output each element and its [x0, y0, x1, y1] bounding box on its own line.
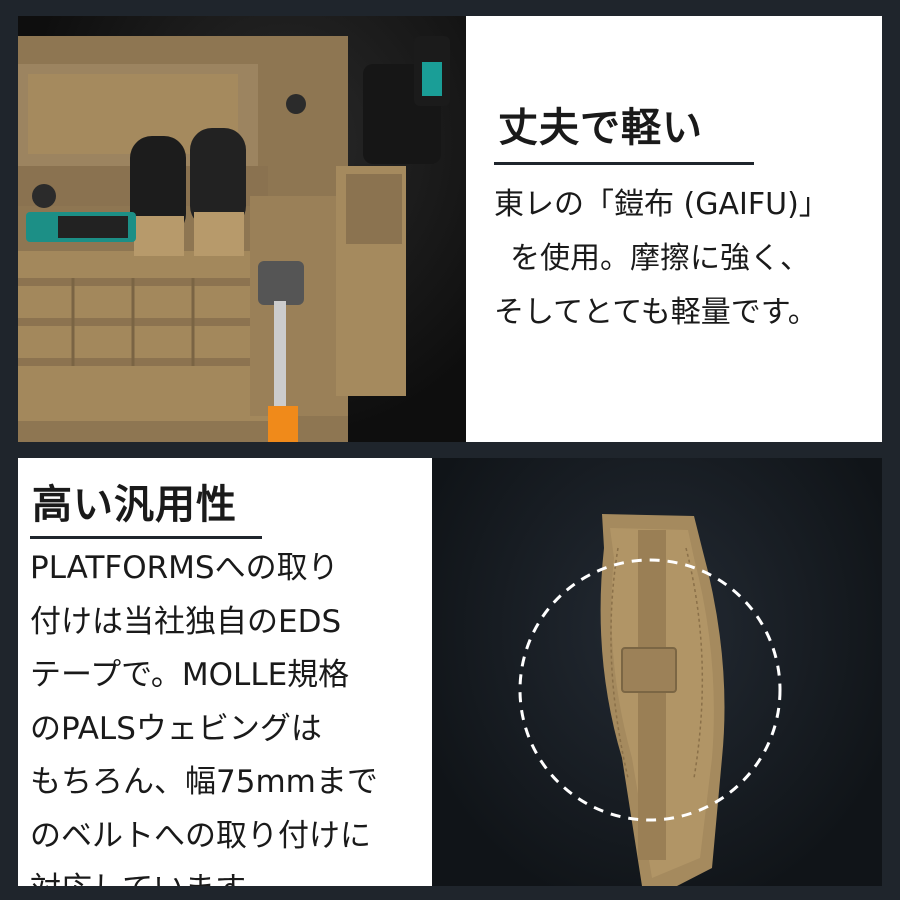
feature-panel-lightweight: 丈夫で軽い 東レの「鎧布 (GAIFU)」 を使用。摩擦に強く、 そしてとても軽…	[466, 16, 882, 442]
description-line: PLATFORMSへの取り	[30, 550, 339, 586]
feature-heading: 丈夫で軽い	[498, 105, 703, 151]
feature-description: PLATFORMSへの取り 付けは当社独自のEDS テープで。MOLLE規格 の…	[30, 542, 378, 886]
heading-underline	[494, 162, 754, 165]
feature-panel-versatility: 高い汎用性 PLATFORMSへの取り 付けは当社独自のEDS テープで。MOL…	[18, 458, 432, 886]
description-line: を使用。摩擦に強く、	[510, 241, 810, 276]
description-line: 対応しています。	[30, 863, 378, 886]
heading-underline	[30, 536, 262, 539]
tool-pouch-illustration	[18, 36, 450, 442]
feature-heading: 高い汎用性	[32, 482, 237, 528]
highlight-circle	[518, 558, 782, 822]
eds-tape-illustration	[518, 514, 782, 886]
description-line: 付けは当社独自のEDS	[30, 603, 342, 640]
description-line: のベルトへの取り付けに	[30, 817, 371, 854]
eds-tape-photo	[432, 458, 882, 886]
description-line: 東レの「鎧布 (GAIFU)」	[494, 187, 829, 222]
tool-pouch-photo	[18, 16, 466, 442]
description-line: のPALSウェビングは	[30, 710, 322, 747]
description-line: もちろん、幅75mmまで	[30, 764, 378, 800]
description-line: テープで。MOLLE規格	[30, 657, 350, 693]
description-line: そしてとても軽量です。	[494, 295, 818, 330]
feature-description: 東レの「鎧布 (GAIFU)」 を使用。摩擦に強く、 そしてとても軽量です。	[494, 178, 829, 340]
